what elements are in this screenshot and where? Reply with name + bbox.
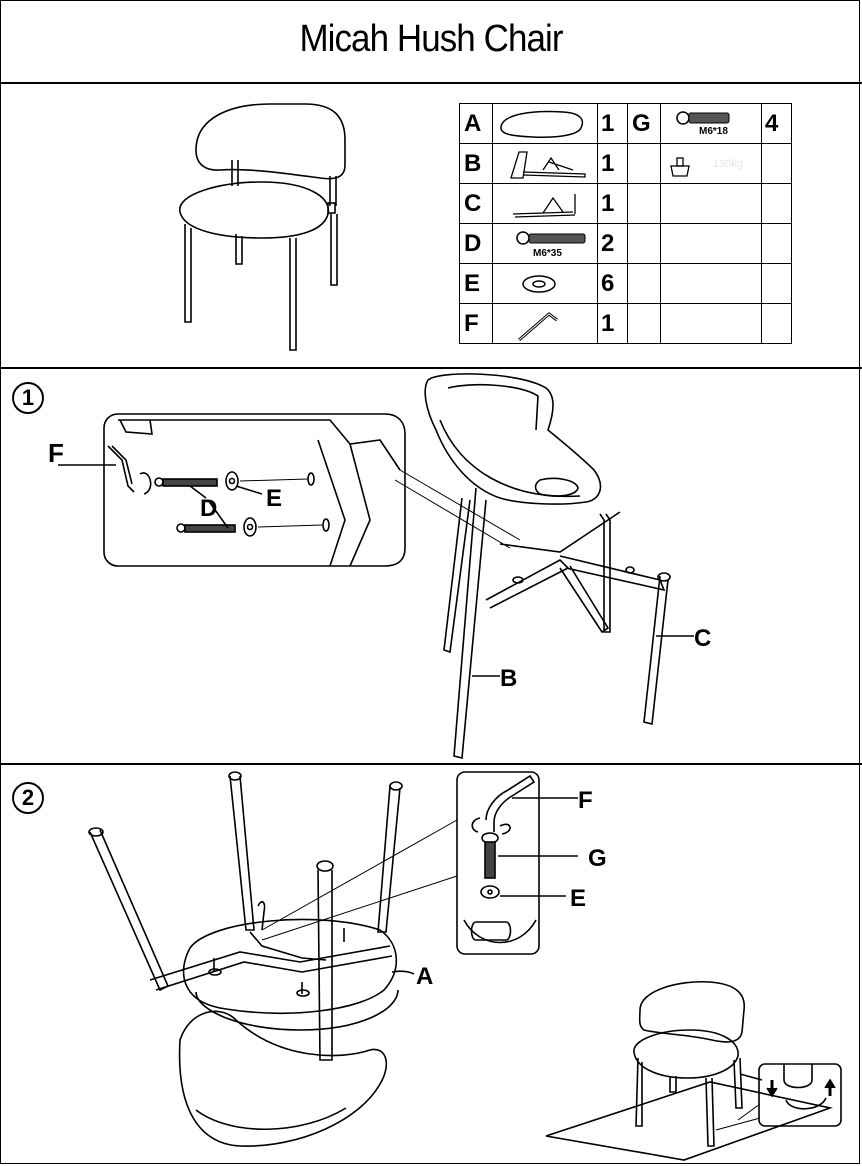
- part-qty: 1: [597, 103, 628, 144]
- parts-row: A 1 G M6*18 4: [459, 103, 792, 144]
- allen-key-icon: [492, 303, 598, 344]
- step-1-number: 1: [12, 382, 44, 414]
- divider-step1: [0, 367, 862, 369]
- part-letter: G: [627, 103, 661, 144]
- parts-row: C 1: [459, 183, 792, 224]
- part-qty: 1: [597, 183, 628, 224]
- part-qty: 6: [597, 263, 628, 304]
- front-leg-frame-icon: [492, 143, 598, 184]
- part-qty: 1: [597, 143, 628, 184]
- weight-capacity-label: 130kg: [713, 158, 743, 170]
- part-letter: F: [459, 303, 493, 344]
- page-title: Micah Hush Chair: [299, 18, 563, 60]
- weight-icon: 130kg: [660, 143, 762, 184]
- washer-icon: [492, 263, 598, 304]
- part-letter: B: [459, 143, 493, 184]
- part-qty: 2: [597, 223, 628, 264]
- part-letter: E: [459, 263, 493, 304]
- parts-row: E 6: [459, 263, 792, 304]
- part-letter: [627, 143, 661, 184]
- rear-leg-frame-icon: [492, 183, 598, 224]
- divider-step2: [0, 763, 862, 765]
- long-bolt-icon: M6*35: [492, 223, 598, 264]
- short-bolt-icon: M6*18: [660, 103, 762, 144]
- step-2-number: 2: [12, 782, 44, 814]
- part-letter: D: [459, 223, 493, 264]
- parts-row: F 1: [459, 303, 792, 344]
- parts-row: B 1 130kg: [459, 143, 792, 184]
- part-qty: 1: [597, 303, 628, 344]
- part-letter: C: [459, 183, 493, 224]
- divider-header: [0, 82, 862, 84]
- bolt-spec: M6*35: [533, 248, 562, 259]
- part-letter: A: [459, 103, 493, 144]
- parts-table: A 1 G M6*18 4 B 1 130kg C 1 D: [459, 103, 792, 344]
- part-qty: 4: [761, 103, 792, 144]
- parts-row: D M6*35 2: [459, 223, 792, 264]
- part-qty: [761, 143, 792, 184]
- seat-icon: [492, 103, 598, 144]
- bolt-spec: M6*18: [699, 126, 728, 137]
